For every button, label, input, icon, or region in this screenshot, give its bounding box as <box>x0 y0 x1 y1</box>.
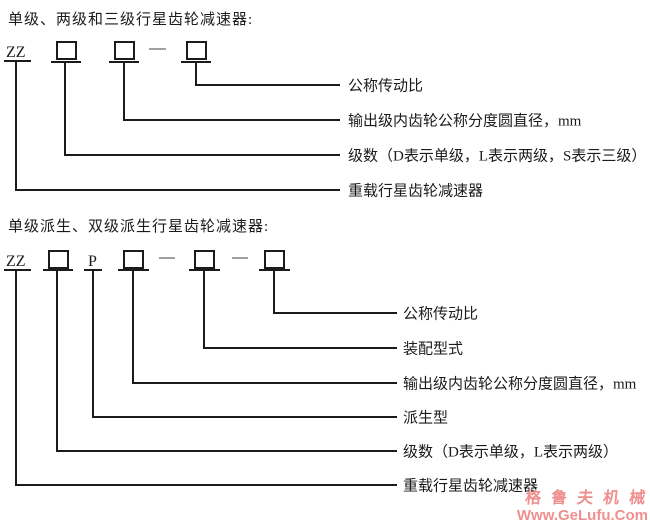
connector-line <box>203 271 205 347</box>
connector-line <box>195 62 197 84</box>
connector-line <box>92 271 94 416</box>
derive-code-p: P <box>88 253 97 270</box>
code-box-ratio <box>264 250 285 269</box>
separator-dash <box>159 257 175 259</box>
connector-line <box>203 347 397 349</box>
box-underline <box>43 269 73 271</box>
code-box-ratio <box>186 41 207 60</box>
code-box-stage <box>56 41 77 60</box>
connector-line <box>123 62 125 121</box>
connector-line <box>15 484 397 486</box>
connector-line <box>273 271 275 312</box>
label-ring-gear-diameter: 输出级内齿轮公称分度圆直径，mm <box>348 113 582 130</box>
connector-line <box>195 84 340 86</box>
diagram-top-title: 单级、两级和三级行星齿轮减速器: <box>8 12 254 28</box>
watermark-url-text: Www.GeLufu.Com <box>516 506 648 524</box>
connector-line <box>15 62 17 191</box>
code-box-stage <box>48 250 69 269</box>
connector-line <box>92 416 397 418</box>
label-nominal-ratio: 公称传动比 <box>348 78 424 95</box>
label-stage-count: 级数（D表示单级，L表示两级） <box>403 444 618 461</box>
box-underline <box>51 61 81 63</box>
connector-line <box>132 382 397 384</box>
connector-line <box>64 62 66 156</box>
label-reducer-type: 重载行星齿轮减速器 <box>348 183 484 200</box>
diagram-bottom-prefix-zz: ZZ <box>6 253 26 270</box>
connector-line <box>56 450 397 452</box>
code-box-diameter <box>114 41 135 60</box>
diagram-bottom-title: 单级派生、双级派生行星齿轮减速器: <box>8 219 270 235</box>
connector-line <box>56 271 58 450</box>
label-assembly-type: 装配型式 <box>403 341 464 358</box>
label-stage-count: 级数（D表示单级，L表示两级，S表示三级） <box>348 148 647 165</box>
label-ring-gear-diameter: 输出级内齿轮公称分度圆直径，mm <box>403 376 637 393</box>
label-reducer-type: 重载行星齿轮减速器 <box>403 478 539 495</box>
label-derived-type: 派生型 <box>403 410 449 427</box>
connector-line <box>132 271 134 382</box>
derive-underline <box>84 269 102 271</box>
code-box-diameter <box>123 250 144 269</box>
connector-line <box>64 154 340 156</box>
connector-line <box>123 119 340 121</box>
connector-line <box>273 312 397 314</box>
separator-dash <box>149 48 166 50</box>
watermark-brand-text: 格 鲁 夫 机 械 <box>524 490 649 507</box>
box-underline <box>189 269 220 271</box>
connector-line <box>15 271 17 484</box>
prefix-underline <box>4 60 31 62</box>
code-box-assembly <box>194 250 215 269</box>
box-underline <box>259 269 290 271</box>
box-underline <box>118 269 149 271</box>
watermark: 格 鲁 夫 机 械 Www.GeLufu.Com <box>495 490 649 524</box>
separator-dash <box>232 257 248 259</box>
prefix-underline <box>4 269 31 271</box>
diagram-top-prefix-zz: ZZ <box>6 44 26 61</box>
connector-line <box>15 189 340 191</box>
label-nominal-ratio: 公称传动比 <box>403 306 479 323</box>
